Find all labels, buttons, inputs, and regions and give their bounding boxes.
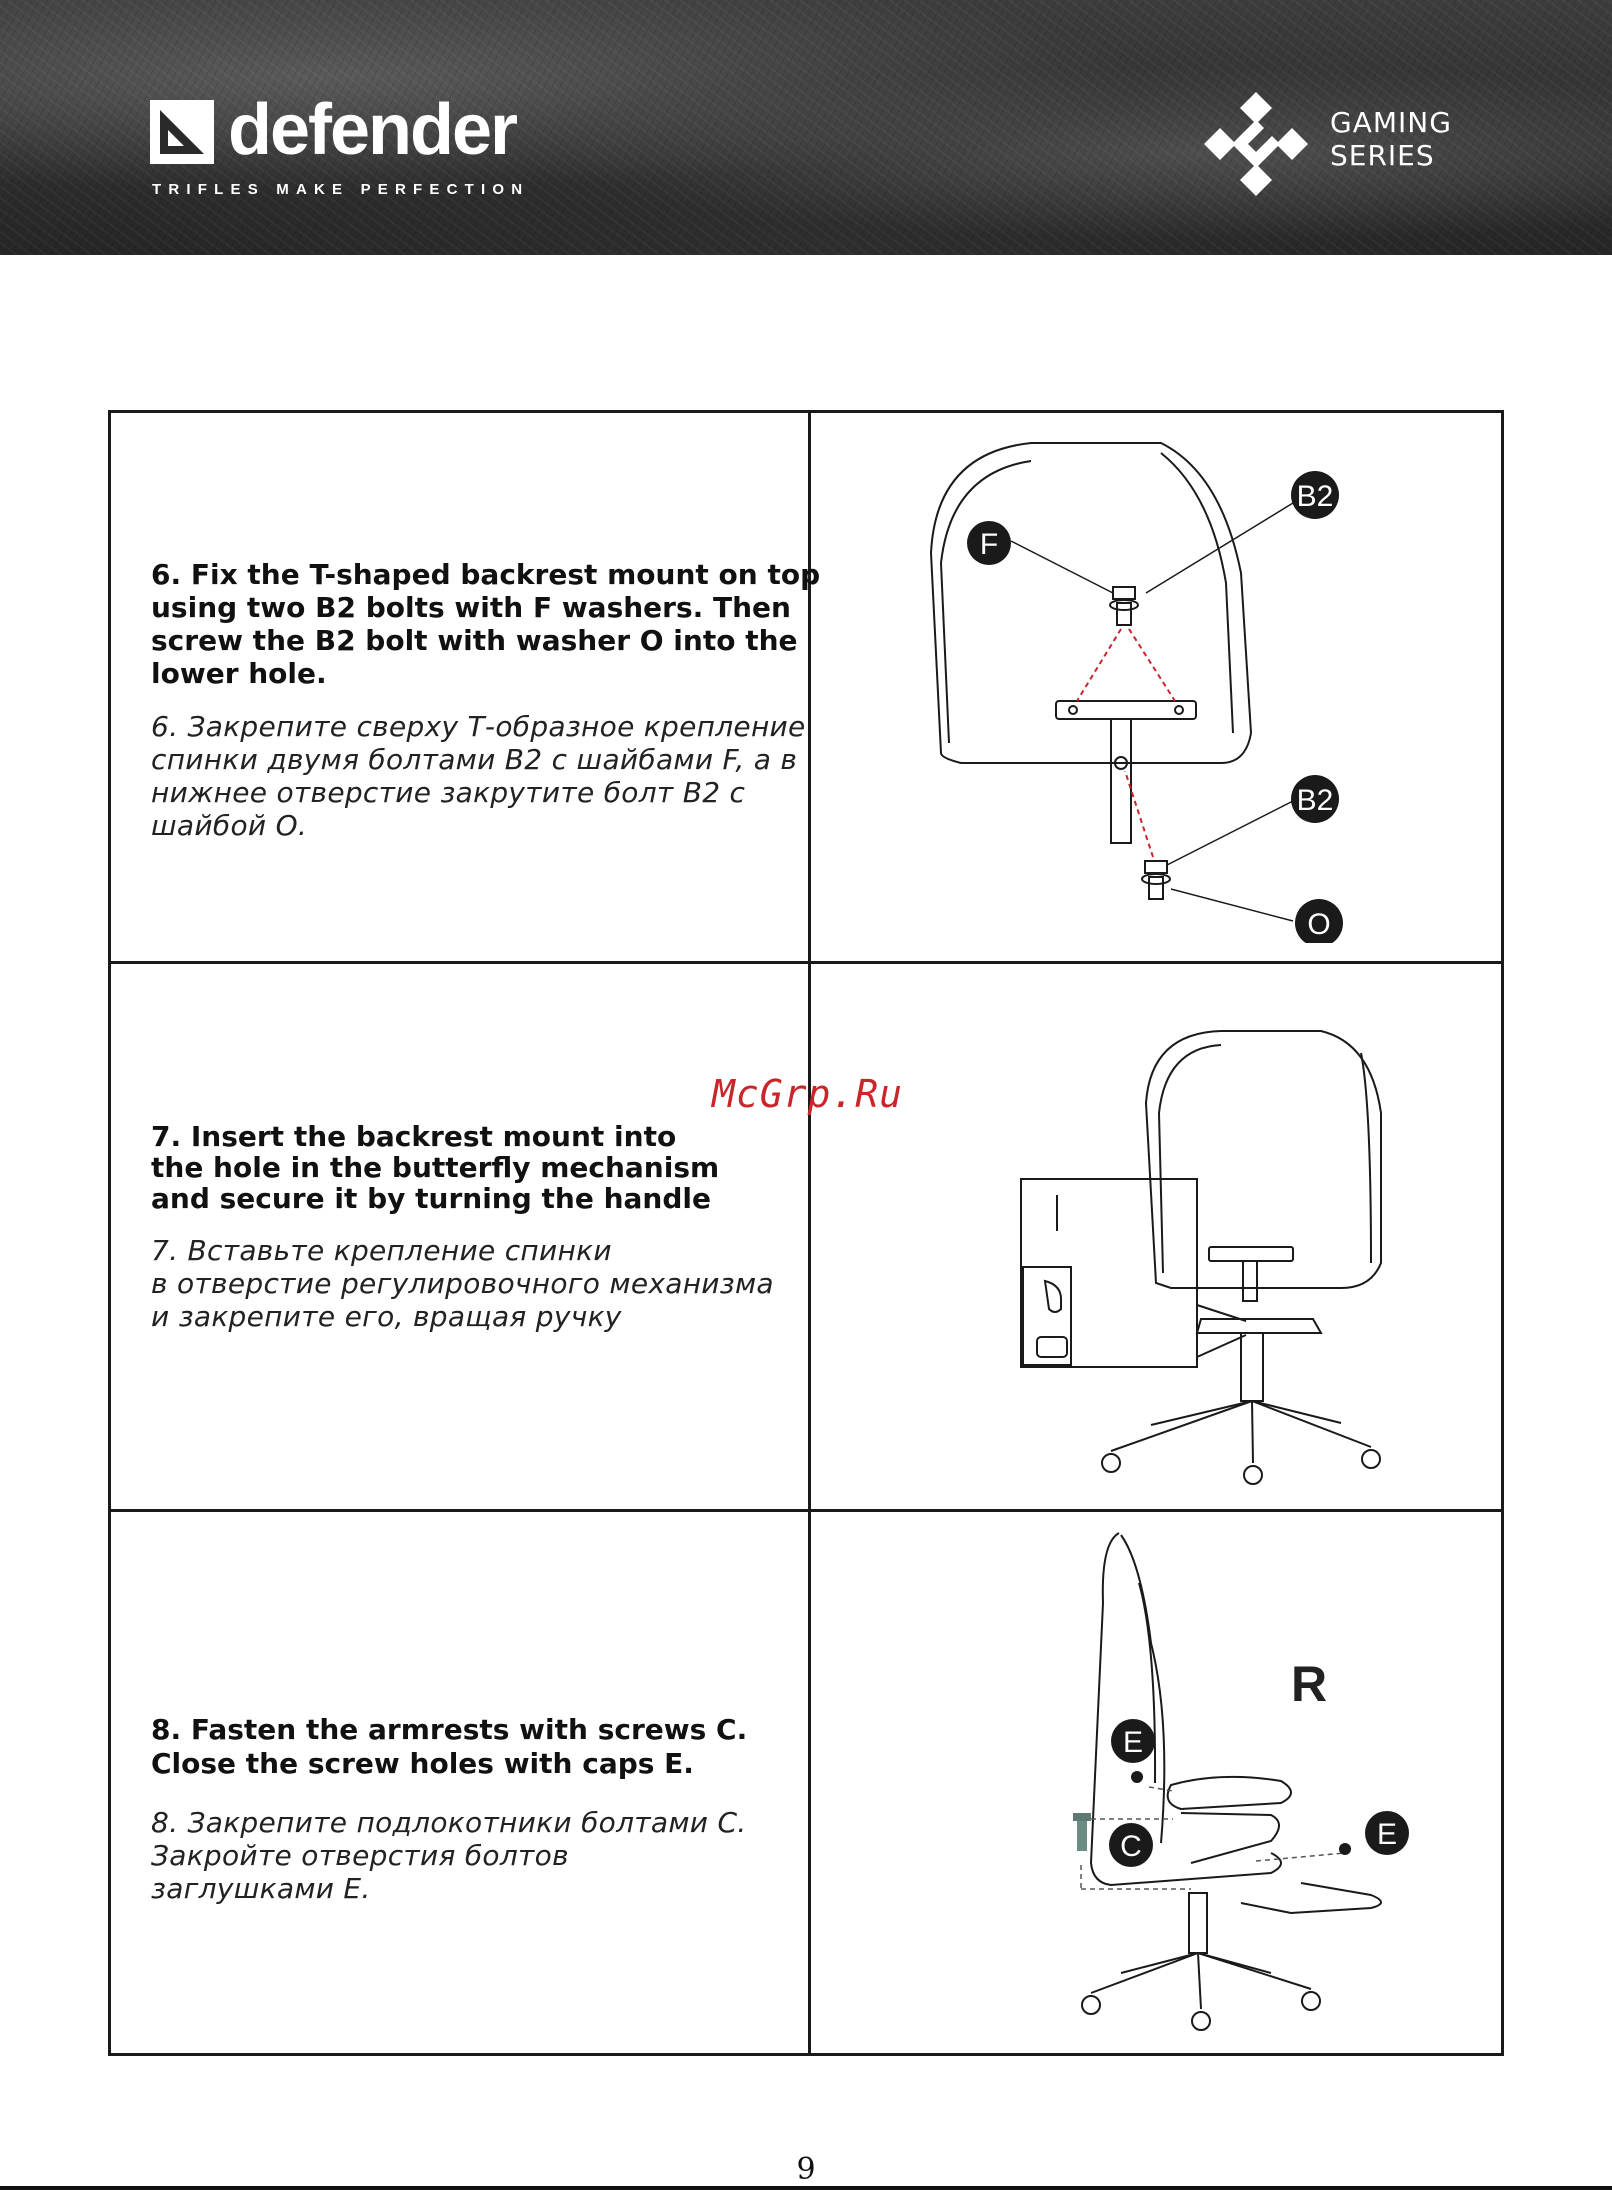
step-8-english: 8. Fasten the armrests with screws C. Cl…: [151, 1713, 791, 1781]
label-e-left: E: [1123, 1726, 1143, 1759]
step-8-en-line: 8. Fasten the armrests with screws C.: [151, 1713, 748, 1746]
header-banner: defender TRIFLES MAKE PERFECTION GAMING …: [0, 0, 1612, 255]
label-c-badge: C: [1109, 1823, 1153, 1867]
step-6-ru-line: 6. Закрепите сверху Т-образное крепление: [151, 710, 806, 743]
label-b2-top-badge: B2: [1291, 471, 1339, 519]
defender-logo: defender TRIFLES MAKE PERFECTION: [150, 90, 570, 205]
screw-c-icon: [1073, 1813, 1091, 1851]
step-7-ru-line: и закрепите его, вращая ручку: [151, 1300, 622, 1333]
label-e-right-badge: E: [1365, 1811, 1409, 1855]
label-o: O: [1307, 908, 1330, 941]
gaming-text-line2: SERIES: [1330, 139, 1435, 172]
step-8-en-line: Close the screw holes with caps E.: [151, 1747, 694, 1780]
cap-e-right-icon: [1339, 1843, 1351, 1855]
bottom-bolt-icon: [1141, 860, 1171, 900]
page-number: 9: [796, 2152, 816, 2187]
step-6-ru-line: шайбой О.: [151, 809, 308, 842]
step-6-ru-line: спинки двумя болтами В2 с шайбами F, а в: [151, 743, 798, 776]
gaming-text-line1: GAMING: [1330, 106, 1452, 139]
label-b2-top: B2: [1297, 480, 1334, 513]
gaming-series-text: GAMING SERIES: [1330, 106, 1452, 172]
row-divider-2: [111, 1509, 1501, 1512]
header-texture: [0, 0, 1612, 255]
label-e-right: E: [1377, 1818, 1397, 1851]
step-6-en-line: using two B2 bolts with F washers. Then: [151, 591, 791, 624]
step-6-ru-line: нижнее отверстие закрутите болт В2 с: [151, 776, 746, 809]
step-6-en-line: lower hole.: [151, 657, 327, 690]
watermark: McGrp.Ru: [712, 1072, 904, 1116]
row-divider-1: [111, 961, 1501, 964]
step-7-text: 7. Insert the backrest mount into the ho…: [151, 1121, 791, 1333]
label-r: R: [1291, 1656, 1327, 1712]
top-bolt-icon: [1109, 586, 1139, 626]
instruction-table: 6. Fix the T-shaped backrest mount on to…: [108, 410, 1504, 2056]
label-e-left-badge: E: [1111, 1719, 1155, 1763]
step-8-ru-line: заглушками Е.: [151, 1872, 371, 1905]
step-8-ru-line: 8. Закрепите подлокотники болтами С.: [151, 1806, 747, 1839]
step-6-backrest-diagram: F B2 B2 O: [929, 442, 1343, 943]
label-f: F: [980, 528, 998, 561]
label-o-badge: O: [1295, 899, 1343, 943]
label-c: C: [1120, 1830, 1142, 1863]
step-6-russian: 6. Закрепите сверху Т-образное крепление…: [151, 710, 806, 842]
gaming-series-logo: GAMING SERIES: [1200, 88, 1460, 198]
defender-mark-icon: [150, 100, 214, 164]
step-6-en-line: screw the B2 bolt with washer O into the: [151, 624, 798, 657]
label-b2-bottom-badge: B2: [1291, 775, 1339, 823]
column-divider: [808, 413, 811, 2053]
step-7-ru-line: 7. Вставьте крепление спинки: [151, 1234, 612, 1267]
step-7-en-line: and secure it by turning the handle: [151, 1182, 711, 1215]
label-f-badge: F: [967, 521, 1011, 565]
step-7-chair-diagram: [1020, 1030, 1382, 1485]
gaming-series-icon: [1204, 92, 1308, 196]
brand-tagline: TRIFLES MAKE PERFECTION: [152, 181, 530, 198]
brand-wordmark: defender: [228, 90, 518, 170]
step-7-ru-line: в отверстие регулировочного механизма: [151, 1267, 774, 1300]
label-b2-bottom: B2: [1297, 784, 1334, 817]
step-8-armrest-diagram: E C E R: [1073, 1532, 1409, 2031]
step-8-text: 8. Fasten the armrests with screws C. Cl…: [151, 1713, 791, 1905]
step-7-en-line: the hole in the butterfly mechanism: [151, 1151, 720, 1184]
cap-e-left-icon: [1131, 1771, 1143, 1783]
step-8-ru-line: Закройте отверстия болтов: [151, 1839, 569, 1872]
step-7-russian: 7. Вставьте крепление спинки в отверстие…: [151, 1234, 791, 1333]
step-6-en-line: 6. Fix the T-shaped backrest mount on to…: [151, 558, 821, 591]
step-6-english: 6. Fix the T-shaped backrest mount on to…: [151, 558, 821, 690]
step-7-en-line: 7. Insert the backrest mount into: [151, 1120, 677, 1153]
step-8-russian: 8. Закрепите подлокотники болтами С. Зак…: [151, 1806, 791, 1905]
step-6-text: 6. Fix the T-shaped backrest mount on to…: [151, 558, 821, 842]
step-7-english: 7. Insert the backrest mount into the ho…: [151, 1121, 791, 1214]
bottom-rule: [0, 2186, 1612, 2190]
